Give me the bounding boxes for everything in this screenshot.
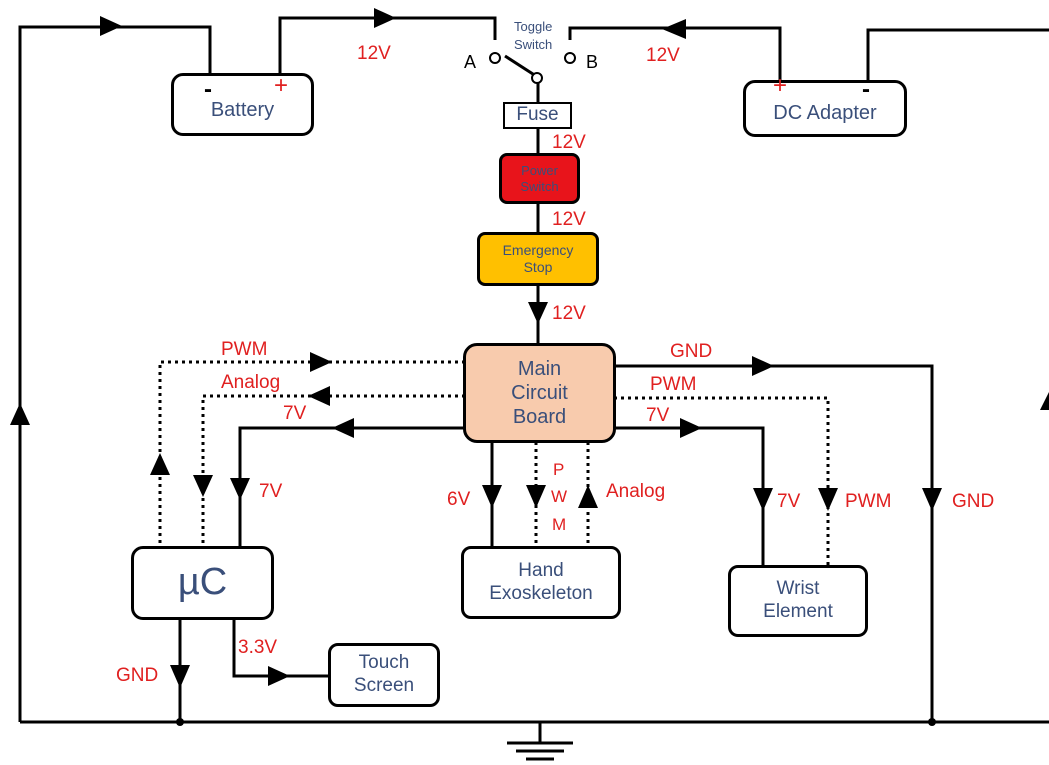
arrow [10, 403, 30, 425]
wrist-line1: Wrist [776, 578, 820, 600]
power-switch-line1: Power [521, 162, 558, 178]
hand-line1: Hand [518, 559, 564, 581]
adapter-minus: - [862, 76, 870, 103]
arrow [752, 356, 774, 376]
toggle-lever [504, 54, 537, 78]
wrist-element-box: Wrist Element [728, 565, 868, 637]
touch-screen-box: Touch Screen [328, 643, 440, 707]
estop-line2: Stop [523, 259, 553, 275]
toggle-label-2: Switch [514, 37, 553, 52]
dc-adapter-label: DC Adapter [773, 101, 877, 124]
dc-adapter-box: DC Adapter [743, 80, 907, 137]
label-p: P [553, 460, 565, 479]
label-pwm-uc: PWM [221, 339, 268, 360]
fuse-box: Fuse [503, 102, 572, 129]
label-12v-estop: 12V [552, 303, 586, 324]
wire-adapter-minus [866, 28, 1049, 82]
label-7v-wrist: 7V [777, 491, 801, 512]
wire-pwm-uc [158, 360, 465, 548]
label-12v-fuse: 12V [552, 132, 586, 153]
uc-label: µC [177, 561, 228, 604]
wire-3v3-touch [232, 618, 330, 678]
label-7v-uc: 7V [259, 481, 283, 502]
adapter-plus: + [773, 72, 788, 99]
label-analog-uc: Analog [221, 372, 281, 393]
arrow [170, 665, 190, 688]
label-pwm-main-right: PWM [650, 374, 697, 395]
label-pwm-wrist: PWM [845, 491, 892, 512]
label-analog-hand: Analog [606, 481, 666, 502]
label-12v-battery: 12V [357, 43, 391, 64]
label-12v-power: 12V [552, 209, 586, 230]
label-6v-hand: 6V [447, 489, 471, 510]
arrow [662, 19, 686, 39]
arrow [578, 485, 598, 508]
toggle-a: A [464, 52, 477, 72]
label-7v-main-left: 7V [283, 403, 307, 424]
wire-pwm-wrist [614, 396, 830, 567]
arrow [310, 352, 332, 372]
battery-label: Battery [210, 98, 275, 121]
wrist-line2: Element [763, 601, 833, 622]
emergency-stop-box: Emergency Stop [477, 232, 599, 286]
label-gnd-right: GND [952, 491, 995, 512]
main-circuit-board: Main Circuit Board [463, 343, 616, 443]
arrow [818, 488, 838, 511]
arrow [526, 485, 546, 508]
microcontroller-box: µC [131, 546, 274, 620]
arrow [332, 418, 354, 438]
hand-exoskeleton-box: Hand Exoskeleton [461, 546, 621, 619]
wire-gnd-right [614, 364, 934, 722]
main-line3: Board [512, 406, 567, 428]
battery-plus: + [274, 72, 289, 99]
label-m: M [552, 515, 567, 534]
arrow [193, 475, 213, 497]
arrow [100, 16, 122, 36]
wire-7v-uc [238, 426, 465, 548]
main-line2: Circuit [511, 382, 568, 404]
hand-line2: Exoskeleton [489, 582, 593, 604]
arrow [680, 418, 702, 438]
toggle-b: B [586, 52, 599, 72]
arrow [482, 485, 502, 508]
arrow [230, 478, 250, 500]
arrow [922, 488, 942, 511]
battery-box: Battery [171, 73, 314, 136]
power-switch-line2: Switch [520, 178, 559, 194]
arrow [150, 453, 170, 475]
arrow [753, 488, 773, 511]
fuse-label: Fuse [516, 104, 559, 126]
estop-line1: Emergency [502, 242, 574, 259]
label-3v3: 3.3V [238, 637, 278, 658]
touch-line1: Touch [358, 652, 410, 674]
touch-line2: Screen [353, 675, 415, 696]
power-switch-box: Power Switch [499, 153, 580, 204]
wire-analog-uc [201, 394, 465, 548]
battery-minus: - [204, 76, 212, 103]
label-gnd-uc: GND [116, 665, 159, 686]
arrow [374, 8, 396, 28]
label-12v-adapter: 12V [646, 45, 680, 66]
arrow [268, 666, 290, 686]
arrow-partial [1040, 392, 1049, 410]
wire-7v-wrist [614, 426, 765, 567]
arrow [528, 302, 548, 324]
label-gnd-main: GND [670, 341, 713, 362]
label-w: W [551, 487, 568, 506]
toggle-label-1: Toggle [514, 19, 553, 34]
label-7v-main-right: 7V [646, 405, 670, 426]
arrow [308, 386, 330, 406]
main-line1: Main [517, 358, 562, 380]
